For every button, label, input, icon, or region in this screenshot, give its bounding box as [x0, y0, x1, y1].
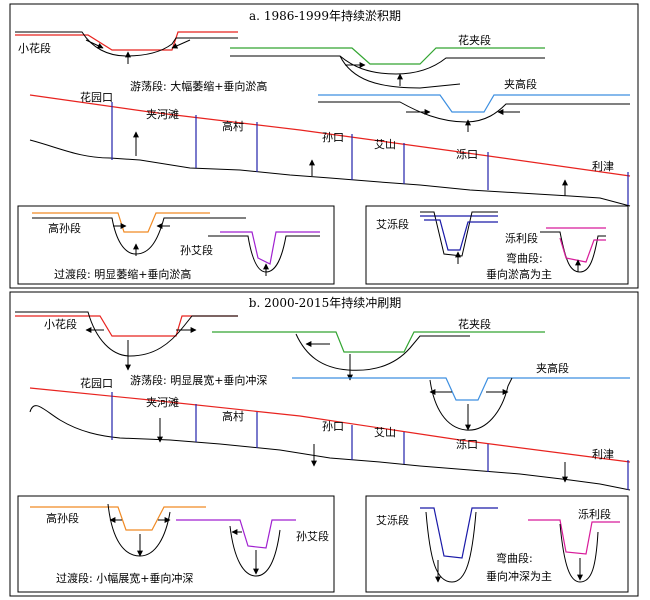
panel-a-title: a. 1986-1999年持续淤积期: [249, 8, 401, 23]
station-label-jiahetan: 夹河滩: [146, 107, 179, 121]
note-wandering-b: 游荡段: 明显展宽+垂向冲深: [130, 373, 267, 387]
section-xiaohua-a: 小花段: [15, 31, 238, 64]
section-label-jiagao: 夹高段: [504, 77, 537, 91]
section-label-luoli: 泺利段: [578, 507, 611, 521]
station-label-jiahetan: 夹河滩: [146, 395, 179, 409]
section-jiagao-b: 夹高段: [292, 361, 630, 431]
station-label-gaocun: 高村: [222, 119, 244, 133]
panel-a: a. 1986-1999年持续淤积期 花园口 夹河滩 高村 孙口 艾山 泺口 利…: [9, 3, 639, 289]
station-label-luokou: 泺口: [456, 438, 478, 451]
note-meander-b-2: 垂向冲深为主: [486, 569, 552, 583]
panel-a-bed-profile: [29, 139, 631, 207]
inset-transition-a: 高孙段 孙艾段 过渡段: 明显萎缩+垂向淤高: [17, 205, 335, 285]
panel-b-bed-profile: [29, 405, 631, 491]
station-label-gaocun: 高村: [222, 409, 244, 423]
note-meander-b-1: 弯曲段:: [496, 551, 533, 565]
section-label-luoli: 泺利段: [505, 231, 538, 245]
section-label-huajia: 花夹段: [458, 33, 491, 47]
section-label-sunai: 孙艾段: [296, 529, 329, 543]
section-jiagao-a: 夹高段: [318, 77, 630, 132]
station-label-huayuankou: 花园口: [80, 91, 113, 104]
panel-a-water-profile: [29, 94, 631, 177]
inset-meander-b: 艾泺段 泺利段 弯曲段: 垂向冲深为主: [365, 495, 629, 593]
inset-transition-b: 高孙段 孙艾段 过渡段: 小幅展宽+垂向冲深: [17, 495, 335, 593]
section-label-xiaohua: 小花段: [44, 317, 77, 331]
panel-b-water-profile: [29, 387, 631, 463]
section-label-huajia: 花夹段: [458, 317, 491, 331]
panel-b-frame: [9, 291, 639, 597]
note-meander-a-1: 弯曲段:: [506, 251, 543, 265]
station-label-sunkou: 孙口: [322, 131, 344, 144]
station-label-sunkou: 孙口: [322, 420, 344, 433]
note-wandering-a: 游荡段: 大幅萎缩+垂向淤高: [130, 79, 267, 93]
section-xiaohua-b: 小花段: [15, 311, 238, 371]
station-label-aishan: 艾山: [374, 426, 396, 439]
section-label-ailuo: 艾泺段: [376, 513, 409, 527]
section-label-jiagao: 夹高段: [536, 361, 569, 375]
station-label-lijin: 利津: [592, 448, 614, 461]
panel-b: b. 2000-2015年持续冲刷期 花园口 夹河滩 高村 孙口 艾山 泺口 利…: [9, 291, 639, 597]
panel-a-frame: [9, 3, 639, 289]
note-meander-a-2: 垂向淤高为主: [486, 267, 552, 281]
station-label-aishan: 艾山: [374, 138, 396, 151]
section-huajia-b: 花夹段: [212, 317, 545, 381]
note-transition-b: 过渡段: 小幅展宽+垂向冲深: [56, 571, 193, 585]
note-transition-a: 过渡段: 明显萎缩+垂向淤高: [54, 267, 191, 281]
panel-b-title: b. 2000-2015年持续冲刷期: [249, 295, 401, 310]
section-label-sunai: 孙艾段: [180, 243, 213, 257]
station-label-luokou: 泺口: [456, 148, 478, 161]
section-huajia-a: 花夹段: [230, 33, 545, 89]
station-label-huayuankou: 花园口: [80, 377, 113, 390]
section-label-gaosun: 高孙段: [46, 511, 79, 525]
station-label-lijin: 利津: [592, 160, 614, 173]
section-label-xiaohua: 小花段: [18, 41, 51, 55]
section-label-gaosun: 高孙段: [48, 221, 81, 235]
inset-meander-a: 艾泺段 泺利段 弯曲段: 垂向淤高为主: [365, 205, 629, 285]
section-label-ailuo: 艾泺段: [376, 217, 409, 231]
